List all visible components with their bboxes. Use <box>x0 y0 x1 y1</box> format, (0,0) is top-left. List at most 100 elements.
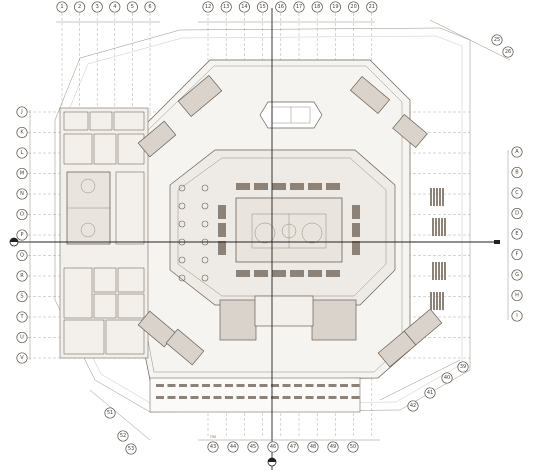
svg-text:20: 20 <box>350 4 356 10</box>
svg-text:C: C <box>515 190 519 196</box>
svg-text:S: S <box>20 294 23 300</box>
svg-text:19: 19 <box>332 4 338 10</box>
grid-bubble-39: 39 <box>457 361 469 373</box>
grid-bubble-T: T <box>16 311 28 323</box>
svg-text:P: P <box>20 232 23 238</box>
svg-text:15: 15 <box>259 4 265 10</box>
grid-bubble-18: 18 <box>311 1 323 13</box>
svg-text:A: A <box>515 149 519 155</box>
left-annex <box>59 107 149 359</box>
grid-bubble-5: 5 <box>126 1 138 13</box>
grid-bubble-12: 12 <box>202 1 214 13</box>
grid-bubble-16: 16 <box>275 1 287 13</box>
svg-text:40: 40 <box>444 375 450 381</box>
svg-text:J: J <box>20 109 22 115</box>
diagonal-dims <box>89 19 511 441</box>
svg-text:F: F <box>516 252 519 258</box>
svg-text:R: R <box>20 273 24 279</box>
grid-bubble-40: 40 <box>441 372 453 384</box>
grid-bubble-I: I <box>511 310 523 322</box>
grid-bubble-49: 49 <box>327 441 339 453</box>
grid-bubble-51: 51 <box>104 407 116 419</box>
svg-text:44: 44 <box>230 444 236 450</box>
svg-text:45: 45 <box>250 444 256 450</box>
svg-text:E: E <box>515 231 518 237</box>
svg-text:41: 41 <box>427 390 433 396</box>
corner-cores <box>137 74 443 368</box>
svg-text:N: N <box>20 191 24 197</box>
svg-text:46: 46 <box>270 444 276 450</box>
svg-text:2: 2 <box>78 4 81 10</box>
top-practice-court <box>259 101 323 129</box>
grid-bubble-N: N <box>16 188 28 200</box>
svg-text:M: M <box>20 171 24 177</box>
svg-text:17: 17 <box>296 4 302 10</box>
svg-text:4: 4 <box>113 4 116 10</box>
svg-text:26: 26 <box>505 49 511 55</box>
svg-text:39: 39 <box>460 364 466 370</box>
dimension-label: 750 <box>210 435 217 439</box>
grid-bubble-48: 48 <box>307 441 319 453</box>
svg-text:52: 52 <box>120 433 126 439</box>
grid-bubble-K: K <box>16 126 28 139</box>
grid-bubble-M: M <box>16 167 28 180</box>
bottom-seating <box>149 377 361 413</box>
grid-bubble-42: 42 <box>407 400 419 412</box>
svg-text:U: U <box>20 335 24 341</box>
svg-text:18: 18 <box>314 4 320 10</box>
svg-text:V: V <box>20 355 24 361</box>
grid-bubble-41: 41 <box>424 387 436 399</box>
grid-bubble-R: R <box>16 270 28 282</box>
grid-bubble-P: P <box>16 229 28 241</box>
grid-bubble-E: E <box>511 228 523 240</box>
grid-bubble-43: 43 <box>207 441 219 453</box>
grid-bubble-D: D <box>511 207 523 220</box>
svg-text:43: 43 <box>210 444 216 450</box>
grid-bubble-Q: Q <box>16 249 28 262</box>
grid-bubble-A: A <box>511 146 523 158</box>
grid-bubble-46: 46 <box>267 441 279 453</box>
grid-bubble-50: 50 <box>347 441 359 453</box>
svg-text:48: 48 <box>310 444 316 450</box>
grid-bubble-H: H <box>511 289 523 302</box>
svg-text:51: 51 <box>107 410 113 416</box>
grid-bubble-3: 3 <box>91 1 103 13</box>
svg-text:Q: Q <box>20 253 24 259</box>
grid-bubble-47: 47 <box>287 441 299 453</box>
svg-text:G: G <box>515 272 519 278</box>
grid-bubble-14: 14 <box>238 1 250 13</box>
svg-text:49: 49 <box>330 444 336 450</box>
svg-text:3: 3 <box>96 4 99 10</box>
grid-bubble-45: 45 <box>247 441 259 453</box>
right-side-benches <box>430 188 446 310</box>
top-dimension-strip <box>29 21 509 441</box>
svg-text:21: 21 <box>369 4 375 10</box>
grid-bubble-44: 44 <box>227 441 239 453</box>
svg-text:D: D <box>515 211 519 217</box>
grid-bubble-13: 13 <box>220 1 232 13</box>
svg-text:H: H <box>515 293 519 299</box>
grid-bubble-F: F <box>511 248 523 261</box>
svg-text:1: 1 <box>60 4 63 10</box>
grid-bubble-S: S <box>16 290 28 303</box>
grid-bubble-1: 1 <box>56 1 68 13</box>
grid-bubble-4: 4 <box>109 1 121 13</box>
grid-bubble-V: V <box>16 352 28 364</box>
svg-text:6: 6 <box>148 4 151 10</box>
grid-bubble-O: O <box>16 208 28 221</box>
grid-bubble-53: 53 <box>125 443 137 455</box>
arena-bowl <box>169 149 396 306</box>
svg-text:14: 14 <box>241 4 247 10</box>
grid-bubble-G: G <box>511 269 523 281</box>
grid-bubble-21: 21 <box>366 1 378 13</box>
grid-bubble-15: 15 <box>257 1 269 13</box>
grid-bubble-6: 6 <box>144 1 156 13</box>
svg-text:O: O <box>20 212 24 218</box>
grid-bubble-B: B <box>511 166 523 179</box>
grid-bubble-26: 26 <box>502 46 514 58</box>
grid-bubble-L: L <box>16 147 28 159</box>
grid-bubble-U: U <box>16 331 28 344</box>
grid-bubble-52: 52 <box>117 430 129 442</box>
